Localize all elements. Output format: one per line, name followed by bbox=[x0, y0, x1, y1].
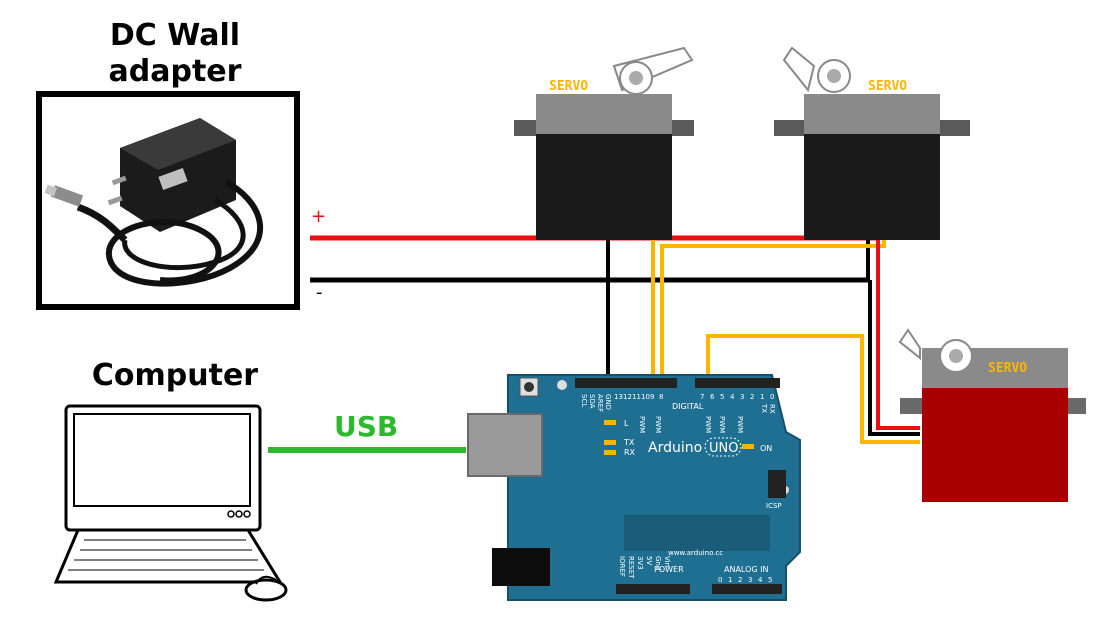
digital-pin-number: 2 bbox=[750, 393, 754, 401]
sda-label: SDA bbox=[588, 394, 596, 409]
computer-icon bbox=[53, 404, 288, 602]
digital-pin-number: 6 bbox=[710, 393, 715, 401]
pwm-label-3: PWM bbox=[704, 416, 712, 433]
power-pin-label: Vin bbox=[663, 556, 671, 567]
power-pin-label: 5V bbox=[645, 556, 653, 565]
power-label: POWER bbox=[654, 565, 684, 574]
adapter-title-line1: DC Wall bbox=[109, 18, 241, 53]
digital-pin-number: 1 bbox=[760, 393, 764, 401]
usb-label: USB bbox=[334, 410, 399, 443]
analog-pin-number: 2 bbox=[738, 576, 742, 584]
digital-pin-number: 12 bbox=[623, 393, 632, 401]
digital-pin-number: 11 bbox=[632, 393, 641, 401]
analog-pin-number: 1 bbox=[728, 576, 732, 584]
servo-3: SERVO bbox=[898, 328, 1086, 502]
analog-pin-number: 0 bbox=[718, 576, 722, 584]
digital-pin-number: 0 bbox=[770, 393, 774, 401]
servo2-label: SERVO bbox=[868, 79, 907, 94]
usb-port bbox=[467, 413, 543, 477]
rx-label: RX bbox=[624, 448, 636, 457]
analog-pin-number: 3 bbox=[748, 576, 752, 584]
analog-in-label: ANALOG IN bbox=[724, 565, 769, 574]
servo1-label: SERVO bbox=[549, 79, 588, 94]
digital-pin-number: 8 bbox=[659, 393, 663, 401]
digital-pin-number: 9 bbox=[650, 393, 654, 401]
servo-2: SERVO bbox=[774, 46, 970, 240]
adapter-title-line2: adapter bbox=[108, 54, 242, 89]
digital-pin-number: 10 bbox=[641, 393, 650, 401]
tx-pin-label: TX bbox=[760, 403, 768, 413]
arduino-model: UNO bbox=[709, 441, 738, 456]
digital-pin-number: 4 bbox=[730, 393, 735, 401]
dc-jack bbox=[492, 548, 550, 586]
url-label: www.arduino.cc bbox=[668, 549, 723, 557]
power-pin-label: RESET bbox=[627, 556, 635, 579]
pwm-label-1: PWM bbox=[638, 416, 646, 433]
servo3-wires bbox=[706, 238, 920, 444]
arduino-brand: Arduino bbox=[648, 440, 702, 456]
tx-label: TX bbox=[623, 438, 635, 447]
plus-label: + bbox=[311, 206, 327, 227]
aref-label: AREF bbox=[596, 394, 604, 412]
arduino-on-label: ON bbox=[760, 444, 772, 453]
power-pin-label: IOREF bbox=[618, 556, 626, 577]
digital-label: DIGITAL bbox=[672, 402, 704, 411]
analog-pin-number: 4 bbox=[758, 576, 763, 584]
power-pin-label: Gnd bbox=[654, 556, 662, 570]
gnd-label: GND bbox=[604, 394, 612, 410]
analog-pin-number: 5 bbox=[768, 576, 772, 584]
l-label: L bbox=[624, 419, 629, 428]
scl-label: SCL bbox=[580, 394, 588, 407]
rx-pin-label: RX bbox=[768, 404, 776, 414]
power-pin-label: 3V3 bbox=[636, 556, 644, 570]
pwm-label-4: PWM bbox=[718, 416, 726, 433]
digital-pin-number: 3 bbox=[740, 393, 744, 401]
adapter-box bbox=[36, 91, 300, 310]
pwm-label-2: PWM bbox=[654, 416, 662, 433]
adapter-title: DC Wall adapter bbox=[60, 18, 290, 90]
adapter-icon bbox=[44, 118, 264, 287]
minus-label: - bbox=[316, 282, 323, 303]
digital-pin-number: 7 bbox=[700, 393, 704, 401]
computer-title: Computer bbox=[91, 358, 259, 393]
digital-pin-number: 13 bbox=[614, 393, 623, 401]
pwm-label-5: PWM bbox=[736, 416, 744, 433]
icsp-label: ICSP bbox=[766, 502, 782, 510]
servo-1: SERVO bbox=[514, 46, 694, 240]
servo3-label: SERVO bbox=[988, 361, 1027, 376]
digital-pin-number: 5 bbox=[720, 393, 724, 401]
arduino-board: Arduino UNO ON DIGITAL L TX RX ICSP www.… bbox=[467, 374, 801, 601]
